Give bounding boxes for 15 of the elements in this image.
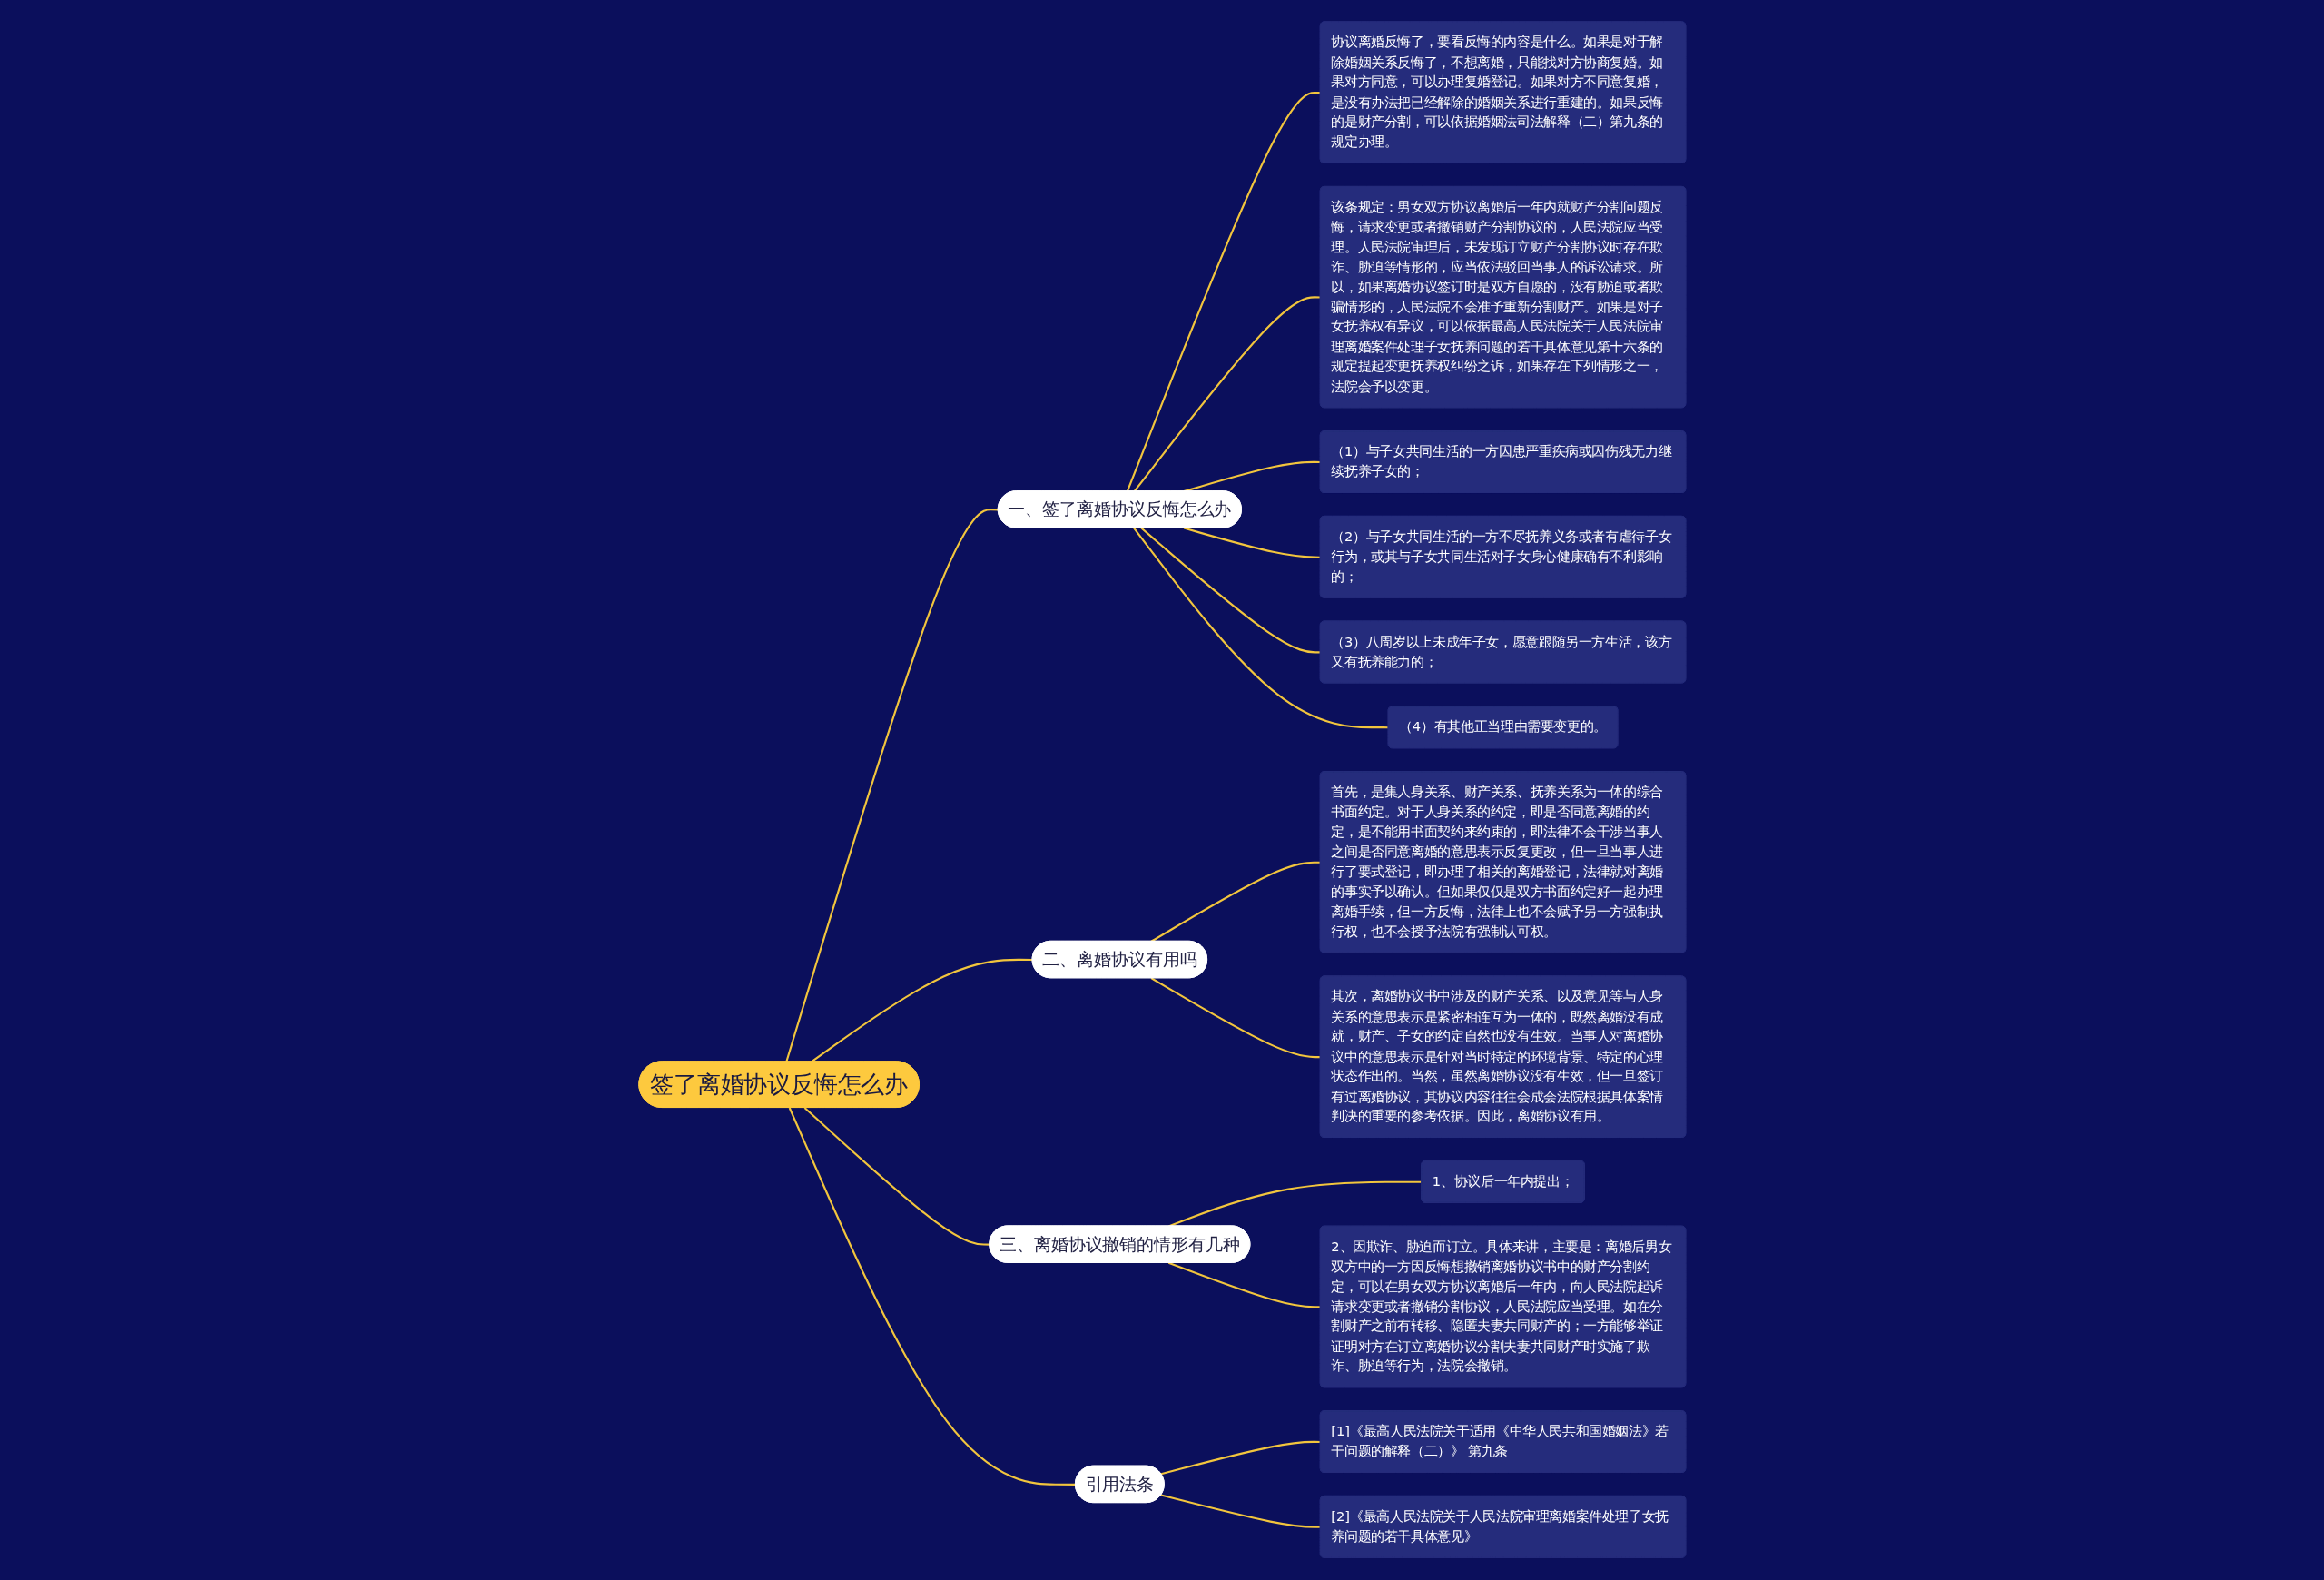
connector xyxy=(811,959,1033,1063)
connector xyxy=(1167,1181,1422,1228)
connector xyxy=(1133,296,1321,493)
connector xyxy=(1183,461,1321,493)
connector xyxy=(1160,1441,1321,1476)
connector xyxy=(1167,1262,1321,1308)
connector xyxy=(1150,977,1321,1059)
connector xyxy=(803,1107,990,1247)
connector xyxy=(1126,92,1321,492)
connector xyxy=(1160,1494,1321,1529)
connector xyxy=(1140,528,1321,654)
connector xyxy=(788,1107,1076,1486)
connector xyxy=(784,509,999,1062)
connector xyxy=(1132,528,1389,729)
connector xyxy=(1183,527,1321,559)
